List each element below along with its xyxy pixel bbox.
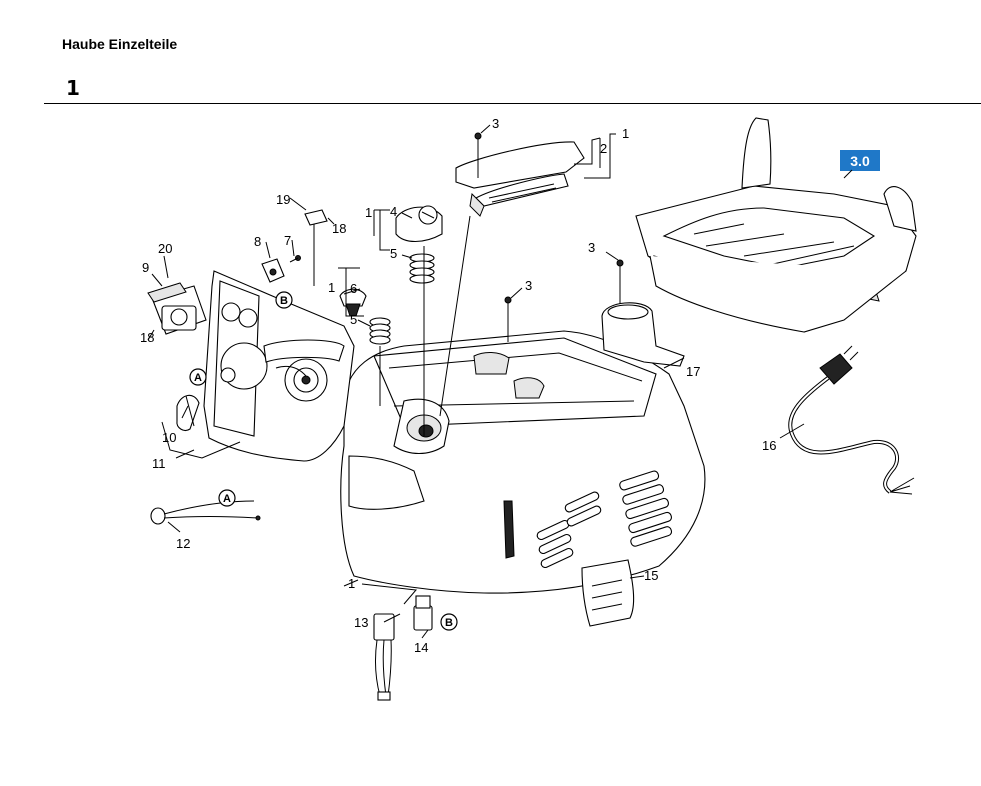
cap-part — [395, 205, 443, 243]
svg-text:A: A — [223, 493, 231, 505]
label-12: 12 — [176, 536, 190, 551]
handle-part — [455, 141, 585, 217]
spring-upper — [409, 253, 435, 284]
screw-small — [289, 255, 301, 263]
label-10: 10 — [162, 430, 176, 445]
label-3-top: 3 — [492, 116, 499, 131]
cable-12 — [150, 500, 261, 525]
label-5-upper: 5 — [390, 246, 397, 261]
knob-part — [176, 367, 236, 431]
screw-right — [616, 259, 624, 306]
connector-14 — [413, 595, 433, 631]
label-18-left: 18 — [140, 330, 154, 345]
label-8: 8 — [254, 234, 261, 249]
exploded-parts-diagram: 3.0 — [44, 106, 980, 706]
label-1-left-lower: 1 — [328, 280, 335, 295]
label-20: 20 — [158, 241, 172, 256]
switch-part — [261, 258, 285, 283]
marker-a-cable: A — [218, 489, 236, 507]
svg-text:A: A — [194, 372, 202, 384]
label-3-right: 3 — [588, 240, 595, 255]
marker-b-connector: B — [440, 613, 458, 631]
page-title: Haube Einzelteile — [62, 36, 178, 52]
spring-lower — [369, 317, 391, 345]
label-plate — [304, 209, 328, 226]
label-6: 6 — [350, 281, 357, 296]
section-number: 1 — [66, 76, 80, 100]
label-9: 9 — [142, 260, 149, 275]
vent-slots — [536, 470, 673, 569]
svg-text:B: B — [445, 617, 453, 629]
label-14: 14 — [414, 640, 428, 655]
section-divider — [44, 103, 981, 104]
part-labels: 1 2 3 3 3 4 5 5 1 1 6 7 8 9 10 11 12 13 … — [140, 116, 776, 655]
label-17: 17 — [686, 364, 700, 379]
label-1-top: 1 — [622, 126, 629, 141]
label-18-upper: 18 — [332, 221, 346, 236]
screw-middle — [504, 296, 512, 342]
label-11: 11 — [152, 456, 166, 471]
power-cord — [788, 345, 915, 495]
label-19: 19 — [276, 192, 290, 207]
top-cover — [635, 117, 917, 333]
marker-b-front: B — [275, 291, 293, 309]
marker-a-front: A — [189, 368, 207, 386]
label-1-bottom: 1 — [348, 576, 355, 591]
label-3-middle: 3 — [525, 278, 532, 293]
leader-lines — [147, 124, 853, 639]
connector-13 — [373, 613, 395, 701]
socket-part — [147, 282, 207, 335]
clip-part — [601, 302, 685, 367]
service-cover — [581, 559, 635, 627]
label-15: 15 — [644, 568, 658, 583]
reference-badge: 3.0 — [840, 150, 880, 171]
label-2: 2 — [600, 141, 607, 156]
connector-markers: A B A B — [189, 291, 458, 631]
label-7: 7 — [284, 233, 291, 248]
svg-text:B: B — [280, 295, 288, 307]
label-4: 4 — [390, 204, 397, 219]
label-1-left-upper: 1 — [365, 205, 372, 220]
housing-hood — [340, 330, 706, 594]
reference-badge-text: 3.0 — [850, 153, 870, 169]
label-16: 16 — [762, 438, 776, 453]
label-5-lower: 5 — [350, 312, 357, 327]
screw-top — [474, 132, 482, 178]
label-13: 13 — [354, 615, 368, 630]
